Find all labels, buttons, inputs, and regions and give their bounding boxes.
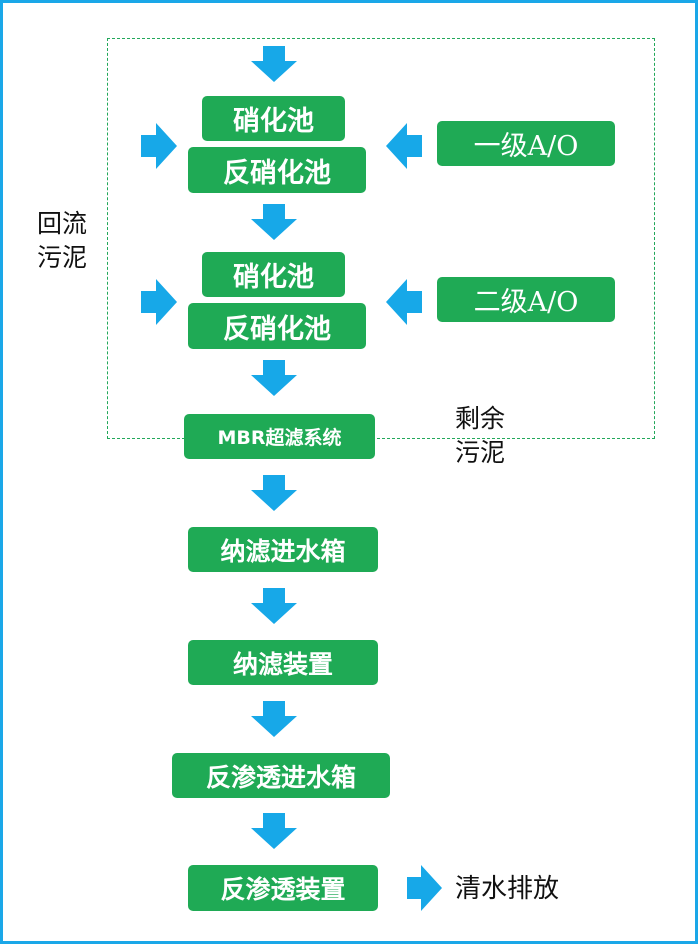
denitrification-tank-2: 反硝化池: [188, 303, 366, 349]
arrow-right-icon: [141, 279, 177, 325]
arrow-down-icon: [251, 588, 297, 624]
ro-device: 反渗透装置: [188, 865, 378, 911]
arrow-right-icon: [407, 865, 442, 911]
excess-sludge-label-line2: 污泥: [455, 438, 506, 467]
arrow-down-icon: [251, 475, 297, 511]
arrow-down-icon: [251, 813, 297, 849]
nf-feed-tank: 纳滤进水箱: [188, 527, 378, 572]
excess-sludge-label-line1: 剩余: [455, 404, 506, 433]
ro-feed-tank: 反渗透进水箱: [172, 753, 390, 798]
nitrification-tank-2: 硝化池: [202, 252, 345, 297]
denitrification-tank-1: 反硝化池: [188, 147, 366, 193]
nf-device: 纳滤装置: [188, 640, 378, 685]
nitrification-tank-1: 硝化池: [202, 96, 345, 141]
arrow-right-icon: [141, 123, 177, 169]
stage1-ao-tag: 一级A/O: [437, 121, 615, 166]
mbr-ultrafiltration-system: MBR超滤系统: [184, 414, 375, 459]
arrow-down-icon: [251, 46, 297, 82]
arrow-down-icon: [251, 204, 297, 240]
arrow-left-icon: [386, 279, 422, 325]
arrow-down-icon: [251, 701, 297, 737]
stage2-ao-tag: 二级A/O: [437, 277, 615, 322]
return-sludge-label-line1: 回流: [37, 209, 88, 238]
arrow-left-icon: [386, 123, 422, 169]
clean-water-discharge-label: 清水排放: [455, 874, 560, 904]
sludge-recirculation-boundary: [107, 38, 655, 439]
arrow-down-icon: [251, 360, 297, 396]
return-sludge-label-line2: 污泥: [37, 243, 88, 272]
